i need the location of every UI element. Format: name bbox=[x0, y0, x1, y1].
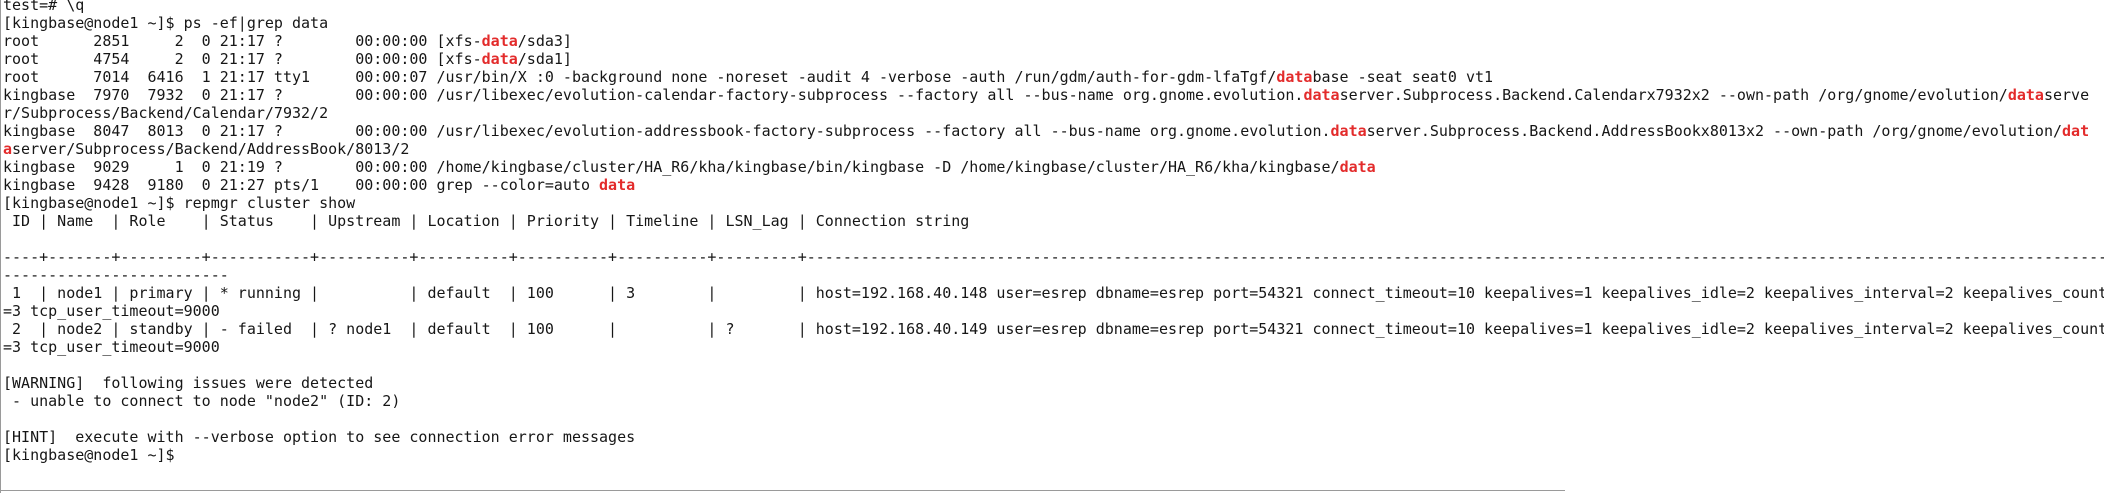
ps-command-prompt: [kingbase@node1 ~]$ ps -ef|grep data bbox=[3, 14, 2104, 32]
ps-row: kingbase 9029 1 0 21:19 ? 00:00:00 /home… bbox=[3, 158, 2104, 176]
terminal-bottom-edge bbox=[0, 490, 1565, 491]
terminal-text: kingbase 9428 9180 0 21:27 pts/1 00:00:0… bbox=[3, 176, 600, 194]
terminal-text: kingbase 9029 1 0 21:19 ? 00:00:00 /home… bbox=[3, 158, 1340, 176]
ps-row: kingbase 8047 8013 0 21:17 ? 00:00:00 /u… bbox=[3, 122, 2104, 140]
terminal-text: [kingbase@node1 ~]$ bbox=[3, 446, 184, 464]
terminal-text: serve bbox=[2043, 86, 2090, 104]
terminal-text: ----+-------+---------+-----------+-----… bbox=[3, 248, 2104, 266]
terminal-text: server.Subprocess.Backend.Calendarx7932x… bbox=[1339, 86, 2008, 104]
grep-match: a bbox=[3, 140, 13, 158]
repmgr-command-prompt: [kingbase@node1 ~]$ repmgr cluster show bbox=[3, 194, 2104, 212]
grep-match: data bbox=[481, 50, 518, 68]
terminal-text: [WARNING] following issues were detected bbox=[3, 374, 374, 392]
terminal-output[interactable]: test=# \q[kingbase@node1 ~]$ ps -ef|grep… bbox=[3, 0, 2104, 464]
cluster-row-node2-wrap: =3 tcp_user_timeout=9000 bbox=[3, 338, 2104, 356]
cluster-row-node2: 2 | node2 | standby | - failed | ? node1… bbox=[3, 320, 2104, 338]
grep-match: dat bbox=[2062, 122, 2090, 140]
hint-message: [HINT] execute with --verbose option to … bbox=[3, 428, 2104, 446]
terminal-text: server.Subprocess.Backend.AddressBookx80… bbox=[1366, 122, 2063, 140]
terminal-text: root 4754 2 0 21:17 ? 00:00:00 [xfs- bbox=[3, 50, 482, 68]
terminal-text: [HINT] execute with --verbose option to … bbox=[3, 428, 636, 446]
cluster-table-separator-wrap: ------------------------- bbox=[3, 266, 2104, 284]
terminal-text: ------------------------- bbox=[3, 266, 229, 284]
terminal-text: =3 tcp_user_timeout=9000 bbox=[3, 338, 220, 356]
terminal-text: /sda1] bbox=[517, 50, 572, 68]
terminal-text: [kingbase@node1 ~]$ repmgr cluster show bbox=[3, 194, 356, 212]
grep-match: data bbox=[481, 32, 518, 50]
terminal-text: r/Subprocess/Backend/Calendar/7932/2 bbox=[3, 104, 329, 122]
cluster-table-header: ID | Name | Role | Status | Upstream | L… bbox=[3, 212, 2104, 230]
terminal-text: [kingbase@node1 ~]$ ps -ef|grep data bbox=[3, 14, 329, 32]
ps-row: root 7014 6416 1 21:17 tty1 00:00:07 /us… bbox=[3, 68, 2104, 86]
ps-row: kingbase 9428 9180 0 21:27 pts/1 00:00:0… bbox=[3, 176, 2104, 194]
terminal-text: kingbase 7970 7932 0 21:17 ? 00:00:00 /u… bbox=[3, 86, 1304, 104]
warning-detail: - unable to connect to node "node2" (ID:… bbox=[3, 392, 2104, 410]
ps-row-wrap: aserver/Subprocess/Backend/AddressBook/8… bbox=[3, 140, 2104, 158]
shell-prompt: [kingbase@node1 ~]$ bbox=[3, 446, 2104, 464]
blank-line bbox=[3, 410, 2104, 428]
grep-match: data bbox=[1330, 122, 1367, 140]
terminal-text: test=# \q bbox=[3, 0, 85, 14]
terminal-left-edge bbox=[0, 0, 1, 493]
terminal-text: root 2851 2 0 21:17 ? 00:00:00 [xfs- bbox=[3, 32, 482, 50]
grep-match: data bbox=[1276, 68, 1313, 86]
terminal-text: kingbase 8047 8013 0 21:17 ? 00:00:00 /u… bbox=[3, 122, 1331, 140]
ps-row: kingbase 7970 7932 0 21:17 ? 00:00:00 /u… bbox=[3, 86, 2104, 104]
blank-line bbox=[3, 356, 2104, 374]
terminal-text: 2 | node2 | standby | - failed | ? node1… bbox=[3, 320, 2104, 338]
terminal-text: /sda3] bbox=[517, 32, 572, 50]
warning-message: [WARNING] following issues were detected bbox=[3, 374, 2104, 392]
terminal-text: =3 tcp_user_timeout=9000 bbox=[3, 302, 220, 320]
blank-line bbox=[3, 230, 2104, 248]
ps-row-wrap: r/Subprocess/Backend/Calendar/7932/2 bbox=[3, 104, 2104, 122]
ps-row: root 2851 2 0 21:17 ? 00:00:00 [xfs-data… bbox=[3, 32, 2104, 50]
terminal-text: server/Subprocess/Backend/AddressBook/80… bbox=[12, 140, 410, 158]
terminal-text: 1 | node1 | primary | * running | | defa… bbox=[3, 284, 2104, 302]
grep-match: data bbox=[1303, 86, 1340, 104]
terminal-text: ID | Name | Role | Status | Upstream | L… bbox=[3, 212, 970, 230]
cluster-table-separator: ----+-------+---------+-----------+-----… bbox=[3, 248, 2104, 266]
terminal-text: - unable to connect to node "node2" (ID:… bbox=[3, 392, 401, 410]
terminal-text: base -seat seat0 vt1 bbox=[1312, 68, 1494, 86]
cluster-row-node1: 1 | node1 | primary | * running | | defa… bbox=[3, 284, 2104, 302]
grep-match: data bbox=[599, 176, 636, 194]
grep-match: data bbox=[2007, 86, 2044, 104]
ps-row: root 4754 2 0 21:17 ? 00:00:00 [xfs-data… bbox=[3, 50, 2104, 68]
cluster-row-node1-wrap: =3 tcp_user_timeout=9000 bbox=[3, 302, 2104, 320]
grep-match: data bbox=[1339, 158, 1376, 176]
psql-quit-line: test=# \q bbox=[3, 0, 2104, 14]
terminal-text: root 7014 6416 1 21:17 tty1 00:00:07 /us… bbox=[3, 68, 1277, 86]
